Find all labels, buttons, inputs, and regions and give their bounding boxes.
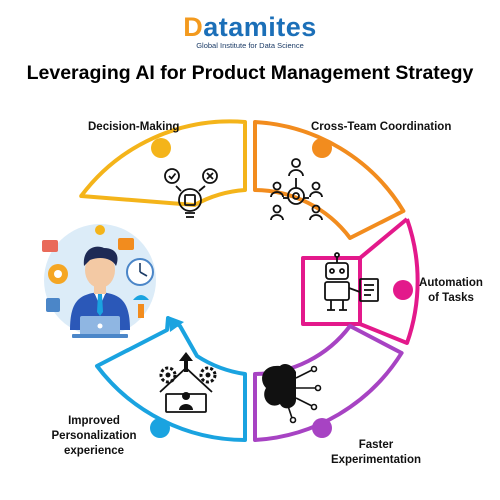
segment-decision-making: [79, 119, 247, 218]
label-automation-of-tasks: Automation of Tasks: [414, 276, 488, 306]
label-improved-personalization: Improved Personalization experience: [36, 414, 152, 459]
pointer-triangle: [168, 316, 184, 332]
logo-wordmark: Datamites: [0, 12, 500, 42]
personalization-dot: [150, 418, 170, 438]
brain-circuit-icon: [262, 364, 322, 424]
label-faster-experimentation-text: Faster Experimentation: [330, 439, 422, 466]
decision-making-dot: [151, 138, 171, 158]
logo-rest: atamites: [203, 12, 317, 42]
team-network-icon: [270, 158, 323, 221]
page-title: Leveraging AI for Product Management Str…: [26, 62, 474, 84]
businessman-laptop-icon: [42, 224, 156, 338]
segment-faster-experimentation: [253, 324, 404, 442]
label-cross-team-coordination: Cross-Team Coordination: [311, 121, 452, 133]
datamites-logo: Datamites Global Institute for Data Scie…: [0, 12, 500, 50]
automation-dot: [393, 280, 413, 300]
segment-cross-team-coordination: [253, 120, 406, 240]
logo-tagline: Global Institute for Data Science: [196, 41, 304, 50]
label-faster-experimentation: Faster Experimentation: [326, 438, 426, 468]
segment-automation-of-tasks: [301, 217, 420, 345]
person-growth-icon: [159, 352, 217, 413]
robot-icon: [324, 252, 379, 311]
logo-first-letter: D: [183, 12, 204, 42]
label-automation-of-tasks-text: Automation of Tasks: [419, 277, 483, 304]
lightbulb-chip-icon: [164, 168, 218, 218]
faster-experimentation-dot: [312, 418, 332, 438]
label-improved-personalization-text: Improved Personalization experience: [51, 415, 137, 457]
segment-improved-personalization: [95, 316, 247, 442]
cross-team-dot: [312, 138, 332, 158]
label-decision-making: Decision-Making: [88, 121, 180, 133]
